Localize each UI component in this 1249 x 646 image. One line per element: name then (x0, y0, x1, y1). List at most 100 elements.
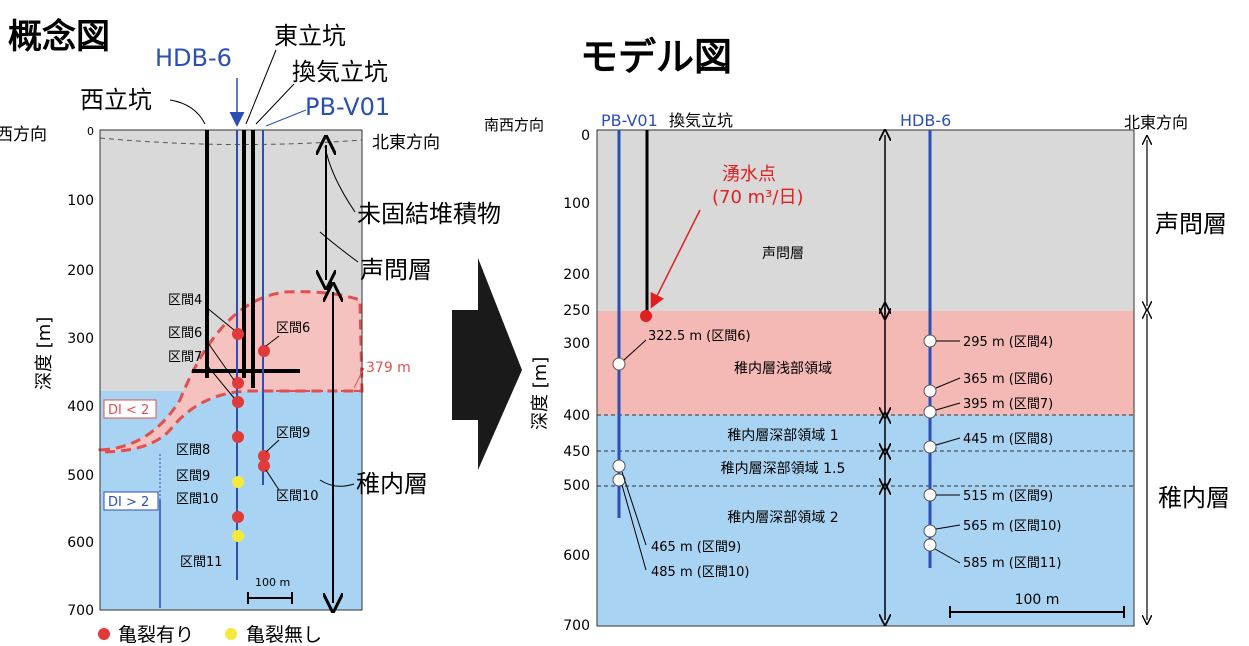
interval-label: 区間8 (176, 443, 210, 458)
koetoi-label: 声問層 (360, 256, 432, 284)
spring-label-line2: (70 m³/日) (712, 187, 804, 208)
spring-point (640, 310, 652, 322)
fracture-point (232, 396, 244, 408)
side-wakkanai-label: 稚内層 (1158, 484, 1230, 512)
spring-label-line1: 湧水点 (722, 164, 776, 185)
model-title: モデル図 (580, 35, 732, 79)
unconsolidated-leader (324, 145, 356, 213)
tick-label: 300 (563, 336, 590, 352)
pbv01-leader (265, 109, 307, 127)
model-frame (596, 129, 1135, 627)
deep-zone (597, 415, 1134, 626)
interval-leader (265, 469, 280, 491)
concept-scale-bar: 100 m (247, 576, 293, 604)
interval-label: 区間9 (276, 426, 310, 441)
tick-label: 600 (67, 535, 94, 551)
legend-yellow-dot (225, 628, 237, 640)
model-scale-label: 100 m (1015, 592, 1060, 608)
di-high-label: DI > 2 (108, 495, 149, 510)
shallow-zone (597, 311, 1134, 415)
side-koetoi-label: 声問層 (1155, 210, 1227, 238)
interval-label: 区間6 (168, 326, 202, 341)
fracture-point (232, 377, 244, 389)
fracture-point (232, 328, 244, 340)
concept-y-label: 深度 [m] (34, 317, 55, 390)
tick-label: 700 (563, 618, 590, 634)
interval-label: 区間7 (168, 350, 202, 365)
interval-label: 区間4 (168, 293, 202, 308)
higashi-label: 東立坑 (274, 22, 346, 50)
pb-point-label: 465 m (区間9) (651, 540, 741, 555)
interval-leader (205, 306, 235, 331)
unconsolidated-label: 未固結堆積物 (357, 200, 501, 228)
concept-diagram: 概念図 0 100 200 300 400 500 600 700 深度 [m]… (0, 17, 501, 646)
tick-label: 200 (67, 263, 94, 279)
tick-label: 450 (563, 444, 590, 460)
tick-label: 400 (563, 408, 590, 424)
tick-label: 100 (563, 196, 590, 212)
nishi-label: 西立坑 (80, 86, 152, 114)
concept-dir-left: 西方向 (0, 125, 47, 145)
hdb-point-label: 565 m (区間10) (963, 519, 1061, 534)
interval-label: 区間11 (180, 555, 223, 570)
zone-koetoi-label: 声問層 (762, 246, 804, 262)
tick-label: 400 (67, 399, 94, 415)
tick-label: 500 (67, 468, 94, 484)
tick-label: 300 (67, 331, 94, 347)
hdb-point-label: 515 m (区間9) (963, 489, 1053, 504)
pbv01-label: PB-V01 (305, 93, 390, 121)
interval-leader (265, 335, 280, 347)
measure-point (923, 440, 937, 454)
model-dir-right: 北東方向 (1124, 113, 1188, 132)
tick-label: 700 (67, 603, 94, 619)
legend-red-dot (98, 628, 110, 640)
fracture-point (232, 431, 244, 443)
pbv01-points: 322.5 m (区間6) 465 m (区間9) 485 m (区間10) (612, 329, 751, 580)
concept-frame (99, 129, 363, 611)
model-hdb6-label: HDB-6 (900, 111, 951, 130)
no-fracture-point (232, 530, 244, 542)
koetoi-zone (597, 130, 1134, 311)
hdb-point-label: 295 m (区間4) (963, 335, 1053, 350)
model-y-label: 深度 [m] (530, 357, 551, 430)
legend-fracture-yes: 亀裂有り (118, 624, 194, 646)
pb-point-label: 322.5 m (区間6) (648, 329, 751, 344)
interval-label: 区間9 (176, 469, 210, 484)
measure-point (923, 334, 937, 348)
pbv01-fracture-points (258, 345, 270, 472)
koetoi-leader (319, 231, 359, 263)
tick-label: 0 (581, 128, 590, 144)
model-y-ticks: 0 100 200 250 300 400 450 500 600 700 (563, 128, 590, 634)
model-diagram: モデル図 0 100 200 250 300 400 450 500 600 7… (484, 35, 1230, 634)
model-scale-bar: 100 m (949, 592, 1125, 618)
measure-point (923, 384, 937, 398)
model-dir-left: 南西方向 (484, 116, 544, 134)
measure-point (923, 488, 937, 502)
interval-label: 区間6 (276, 321, 310, 336)
di-high-box (103, 491, 159, 511)
zone-deep2-label: 稚内層深部領域 2 (727, 509, 838, 526)
legend-fracture-no: 亀裂無し (246, 624, 322, 646)
tick-label: 600 (563, 548, 590, 564)
pb-point-label: 485 m (区間10) (651, 565, 749, 580)
interval-label: 区間10 (176, 492, 219, 507)
wakkanai-label: 稚内層 (356, 470, 428, 498)
measure-point (923, 538, 937, 552)
depth-379-label: 379 m (366, 360, 411, 376)
hdb-point-label: 585 m (区間11) (963, 556, 1061, 571)
model-kanki-label: 換気立坑 (669, 111, 733, 130)
zone-deep1-label: 稚内層深部領域 1 (727, 427, 838, 444)
di-low-label: DI < 2 (108, 403, 149, 418)
tick-label: 100 (67, 193, 94, 209)
zone-deep15-label: 稚内層深部領域 1.5 (721, 460, 846, 477)
zone-shallow-label: 稚内層浅部領域 (734, 360, 832, 377)
concept-y-ticks: 0 100 200 300 400 500 600 700 (67, 125, 94, 619)
transition-arrow (452, 258, 522, 470)
measure-point (612, 357, 626, 371)
hdb6-points: 295 m (区間4) 365 m (区間6) 395 m (区間7) 445 … (923, 334, 1061, 571)
hdb6-label: HDB-6 (155, 44, 232, 72)
kanki-label: 換気立坑 (292, 58, 388, 86)
interval-leader (205, 363, 235, 399)
hdb-point-label: 445 m (区間8) (963, 432, 1053, 447)
depth-379-leader (353, 367, 365, 389)
